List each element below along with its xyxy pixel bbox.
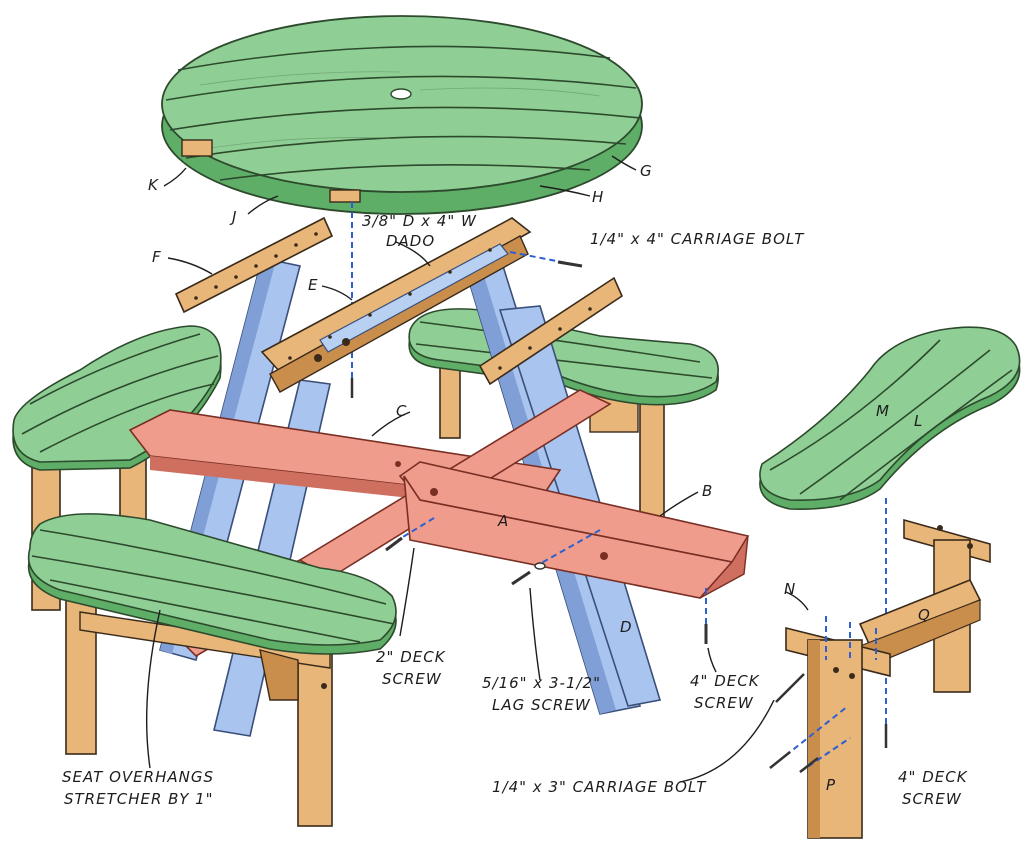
part-label-p: P [826,776,836,794]
deck-screw-4a-line1: 4" DECK [690,672,760,690]
carriage-bolt-4-callout: 1/4" x 4" CARRIAGE BOLT [590,230,805,248]
deck-screw-2-line2: SCREW [382,670,442,688]
dado-callout-line1: 3/8" D x 4" W [362,212,477,230]
deck-screw-4b-line2: SCREW [902,790,962,808]
part-label-k: K [148,176,159,194]
part-label-q: Q [918,606,931,624]
part-label-h: H [592,188,604,206]
part-label-c: C [396,402,407,420]
seat-note-line2: STRETCHER BY 1" [64,790,214,808]
table-top [161,15,643,215]
umbrella-hole [390,88,412,100]
dado-callout-line2: DADO [386,232,435,250]
part-label-e: E [308,276,318,294]
front-left-bench [27,513,397,827]
part-letters: K J G H F E C B A D M L N Q P [148,162,931,794]
deck-screw-2-line1: 2" DECK [376,648,446,666]
part-label-j: J [229,208,237,226]
top-cleats [174,216,624,393]
deck-screw-4b-line1: 4" DECK [898,768,968,786]
leader-lines [145,155,809,783]
seat-note-line1: SEAT OVERHANGS [62,768,214,786]
lag-screw-line2: LAG SCREW [492,696,591,714]
part-label-f: F [152,248,162,266]
screws [385,517,708,644]
part-label-d: D [620,618,633,636]
part-label-g: G [640,162,653,180]
callouts: 3/8" D x 4" W DADO 1/4" x 4" CARRIAGE BO… [62,212,968,808]
part-label-a: A [497,512,509,530]
lag-screw-line1: 5/16" x 3-1/2" [482,674,601,692]
part-label-m: M [876,402,890,420]
part-label-n: N [784,580,796,598]
part-label-l: L [914,412,923,430]
part-label-b: B [702,482,713,500]
carriage-bolt-3-callout: 1/4" x 3" CARRIAGE BOLT [492,778,707,796]
deck-screw-4a-line2: SCREW [694,694,754,712]
exploded-bench [759,326,1021,839]
